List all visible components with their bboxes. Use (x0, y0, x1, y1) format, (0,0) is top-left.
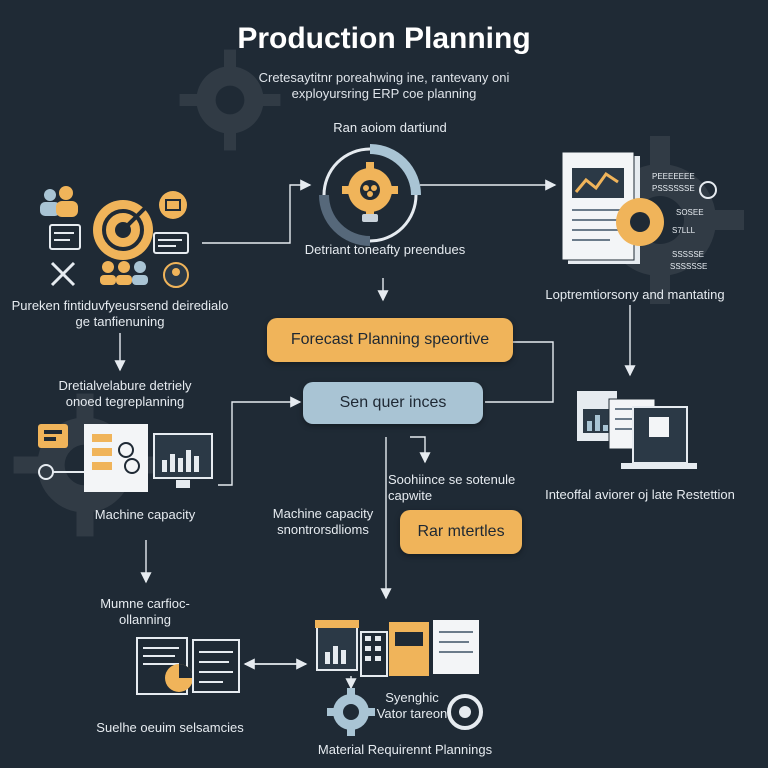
center-right-caption: Soohiince se sotenule capwite (388, 472, 516, 504)
monitor-icon (38, 424, 213, 492)
briefcase-bubble-icon (159, 191, 187, 219)
left-bottom-label: Mumne carfioc-ollanning (100, 596, 190, 628)
gear-bulb-icon (319, 144, 421, 246)
bottom-gear-label: Syenghic Vator tareon (376, 690, 448, 722)
team-icon (100, 261, 148, 285)
page-title: Production Planning (237, 22, 531, 55)
connector-arrow (410, 436, 431, 464)
report-line-6: SSSSSSE (670, 262, 708, 271)
chart-card-icon (49, 224, 81, 250)
forecast-planning-pill: Forecast Planning speortive (267, 318, 513, 362)
gear-icon (447, 694, 483, 730)
target-icon (93, 200, 153, 260)
top-center-label: Ran aoiom dartiund (333, 120, 447, 135)
connector-line (485, 341, 554, 403)
report-line-3: SOSEE (676, 208, 704, 217)
left-people-caption: Pureken fintiduvfyeusrsend deiredialo ge… (11, 298, 229, 330)
chart-icon (136, 637, 240, 695)
bottom-documents-gears (315, 620, 483, 736)
page-subtitle: Cretesaytitnr poreahwing ine, rantevany … (258, 70, 510, 102)
connector-arrow (218, 396, 302, 486)
connector-arrow (202, 179, 312, 244)
report-line-4: S7LLL (672, 226, 696, 235)
document-icon (577, 391, 697, 469)
bottom-left-caption: Suelhe oeuim selsamcies (96, 720, 244, 735)
report-line-1: PEEEEEEE (652, 172, 695, 181)
people-icon (40, 186, 78, 217)
tools-icon (50, 261, 76, 287)
right-report-caption: Loptremtiorsony and mantating (545, 287, 725, 302)
top-center-caption: Detriant toneafty preendues (304, 242, 466, 257)
sequences-pill: Sen quer inces (303, 382, 483, 424)
materials-pill: Rar mtertles (400, 510, 522, 554)
gear-icon (327, 688, 375, 736)
right-mid-caption: Inteoffal aviorer oj late Restettion (545, 487, 735, 502)
people-target-cluster (40, 186, 189, 288)
left-machine-caption: Machine capacity (94, 507, 196, 522)
report-icon (561, 151, 717, 264)
report-line-2: PSSSSSSE (652, 184, 695, 193)
report-line-5: SSSSSE (672, 250, 705, 259)
bottom-caption: Material Requirennt Plannings (317, 742, 493, 757)
background-gear-icon (179, 49, 281, 151)
left-second-caption: Dretialvelabure detriely onoed tegreplan… (58, 378, 192, 410)
center-machine-caption: Machine capacity snontrorsdlioms (272, 506, 374, 538)
